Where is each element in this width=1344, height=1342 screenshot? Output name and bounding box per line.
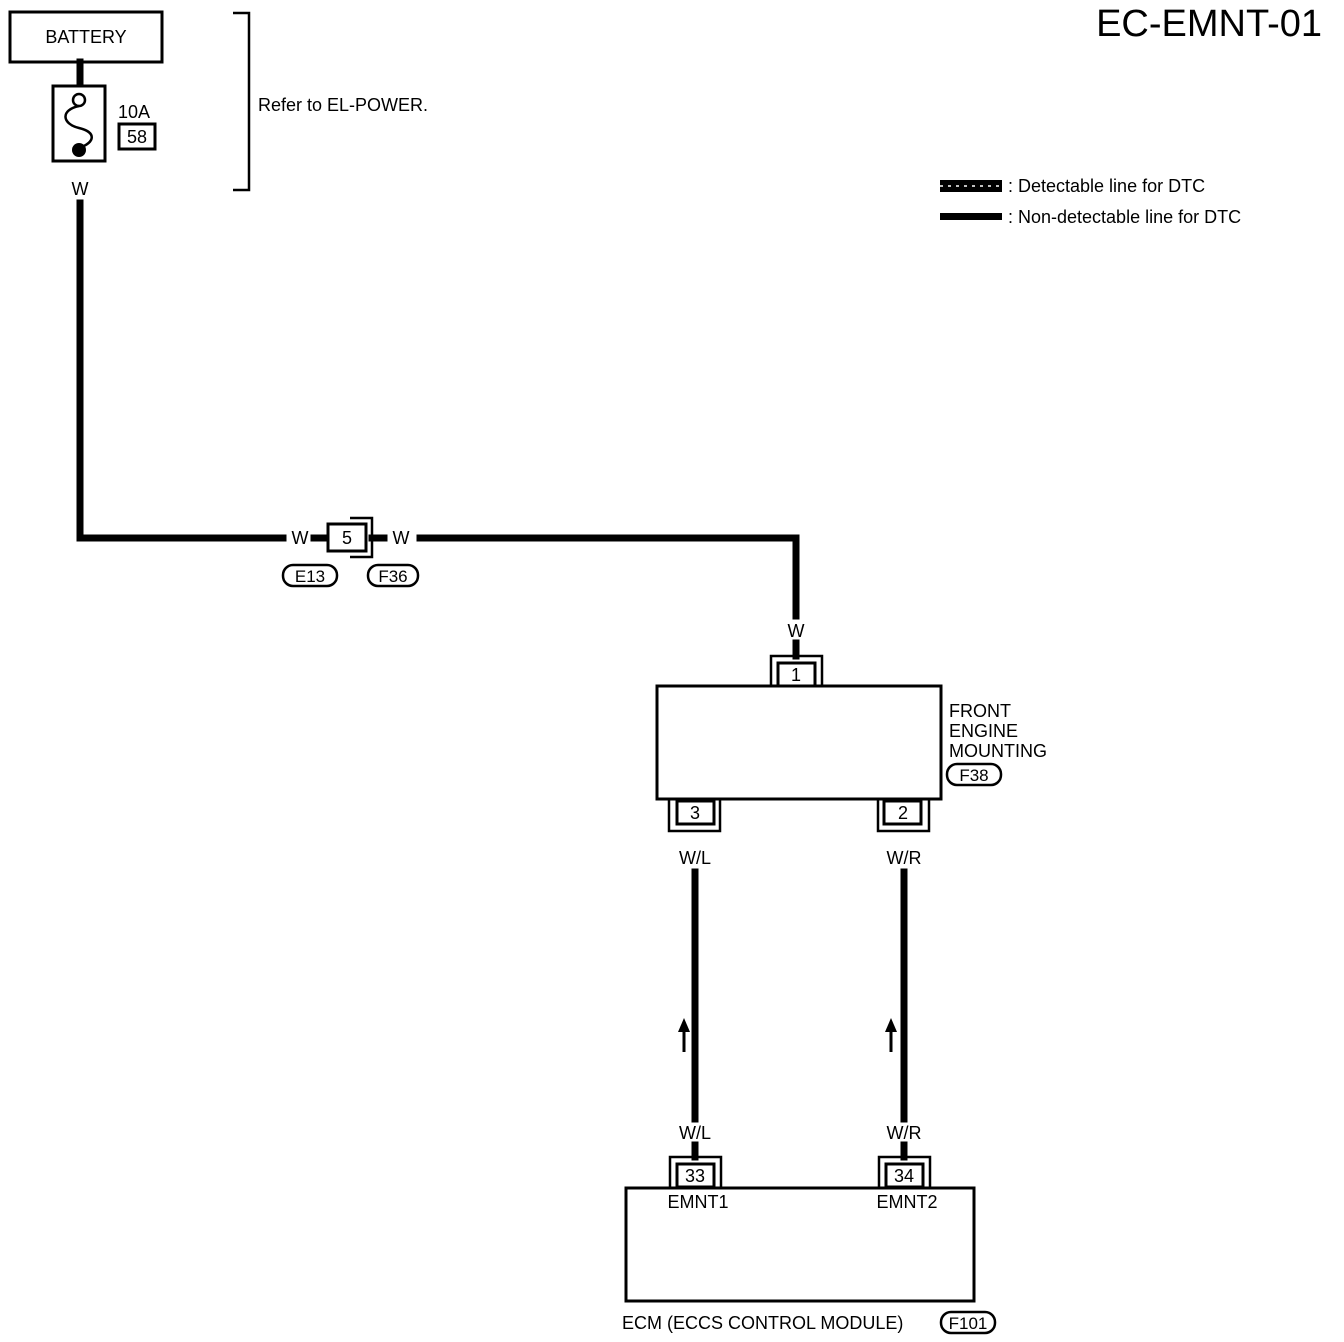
front-mount-pin2-box: [882, 799, 923, 826]
front-mount-body: [655, 684, 943, 801]
fuse-rating: 10A: [118, 102, 150, 122]
diagram-id: EC-EMNT-01: [1096, 3, 1322, 45]
fuse-number: 58: [127, 127, 147, 147]
connector-f101-tag: [939, 1310, 997, 1335]
connector-e13-tag: [281, 563, 339, 588]
front-mount-pin3-box: [675, 799, 716, 826]
fuse-element-icon: [64, 104, 93, 150]
ecm-term-emnt1: EMNT1: [667, 1192, 728, 1212]
refer-note: Refer to EL-POWER.: [258, 95, 428, 115]
battery-label: BATTERY: [45, 27, 126, 47]
battery: BATTERY: [8, 10, 164, 64]
fuse: 10A 58: [51, 84, 157, 163]
front-mount-pin3: 3: [690, 803, 700, 823]
front-mount-pin2-bracket: [876, 799, 931, 833]
wire-label-mount-pin2: W/R: [887, 848, 922, 868]
connector-f101-id: F101: [949, 1314, 988, 1333]
wire-label-f36-side: W: [393, 528, 410, 548]
wire-fuse-to-joint: [76, 199, 287, 542]
battery-box: [8, 10, 164, 64]
wire-label-ecm-pin33: W/L: [679, 1123, 711, 1143]
front-mount-pin1-bracket: [769, 654, 824, 686]
fuse-number-box: [117, 122, 157, 151]
refer-bracket: [233, 11, 251, 192]
wire-label-e13-side: W: [292, 528, 309, 548]
connector-e13-id: E13: [295, 567, 325, 586]
connector-f38-tag: [945, 762, 1003, 787]
ecm-body: [624, 1186, 976, 1303]
joint-connector-pin: 5: [342, 528, 352, 548]
ecm-pin34: 34: [894, 1166, 914, 1186]
connector-f38-id: F38: [959, 766, 988, 785]
ecm: 33 EMNT1 34 EMNT2 ECM (ECCS CONTROL MODU…: [622, 1155, 997, 1335]
wire-label-mount-pin3: W/L: [679, 848, 711, 868]
wire-joint-to-mount: [416, 534, 800, 620]
ecm-term-emnt2: EMNT2: [876, 1192, 937, 1212]
connector-f36-tag: [366, 563, 420, 588]
joint-connector-pin-box: [326, 522, 368, 553]
front-mount-pin1-box: [776, 661, 817, 688]
front-mount-name-line1: FRONT: [949, 701, 1011, 721]
front-mount-name-line2: ENGINE: [949, 721, 1018, 741]
ecm-pin33-box: [675, 1162, 716, 1189]
legend-detectable-swatch: [940, 180, 1002, 192]
fuse-bottom-terminal: [72, 143, 86, 157]
ecm-label: ECM (ECCS CONTROL MODULE): [622, 1313, 903, 1333]
wire-label-to-mount: W: [788, 621, 805, 641]
legend-non-detectable-swatch: [940, 213, 1002, 220]
ecm-pin33-bracket: [668, 1155, 723, 1188]
front-mount-pin3-bracket: [667, 799, 722, 833]
wire-label-battery-out: W: [72, 179, 89, 199]
front-mount-pin2: 2: [898, 803, 908, 823]
ecm-pin34-box: [884, 1162, 925, 1189]
joint-connector: 5 E13 F36: [281, 516, 420, 588]
fuse-top-terminal: [71, 92, 87, 108]
front-mount-pin1: 1: [791, 665, 801, 685]
wire-label-ecm-pin34: W/R: [887, 1123, 922, 1143]
connector-f36-id: F36: [378, 567, 407, 586]
ecm-pin33: 33: [685, 1166, 705, 1186]
legend-non-detectable-text: : Non-detectable line for DTC: [1008, 207, 1241, 227]
front-mount-name-line3: MOUNTING: [949, 741, 1047, 761]
legend-detectable-text: : Detectable line for DTC: [1008, 176, 1205, 196]
front-engine-mounting: 1 3 2 FRONT ENGINE MOUNTING F38: [655, 654, 1047, 833]
arrow-up-icon: [678, 1018, 690, 1052]
ecm-pin34-bracket: [877, 1155, 932, 1188]
arrow-up-icon: [885, 1018, 897, 1052]
legend: : Detectable line for DTC : Non-detectab…: [940, 176, 1241, 227]
